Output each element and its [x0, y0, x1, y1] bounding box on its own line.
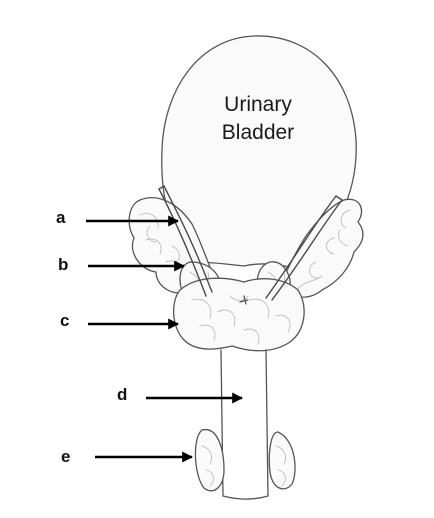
right-bulbourethral-gland: [268, 431, 296, 490]
label-e: e: [61, 447, 70, 466]
label-a-group: a: [56, 208, 180, 227]
right-vas-deferens: [265, 195, 343, 301]
bladder-label-line2: Bladder: [222, 121, 294, 144]
label-d: d: [117, 385, 127, 404]
prostate: [173, 277, 305, 352]
label-b: b: [58, 255, 68, 274]
bladder-label-line1: Urinary: [224, 93, 292, 116]
left-bulbourethral-gland: [194, 429, 225, 492]
label-b-group: b: [58, 255, 186, 274]
urinary-bladder: Urinary Bladder: [161, 35, 357, 271]
label-e-group: e: [61, 447, 194, 466]
label-c: c: [60, 311, 69, 330]
left-vas-deferens: [158, 185, 213, 297]
label-a: a: [56, 208, 66, 227]
label-c-group: c: [60, 311, 180, 330]
urethra: [220, 349, 269, 500]
label-d-group: d: [117, 385, 244, 404]
